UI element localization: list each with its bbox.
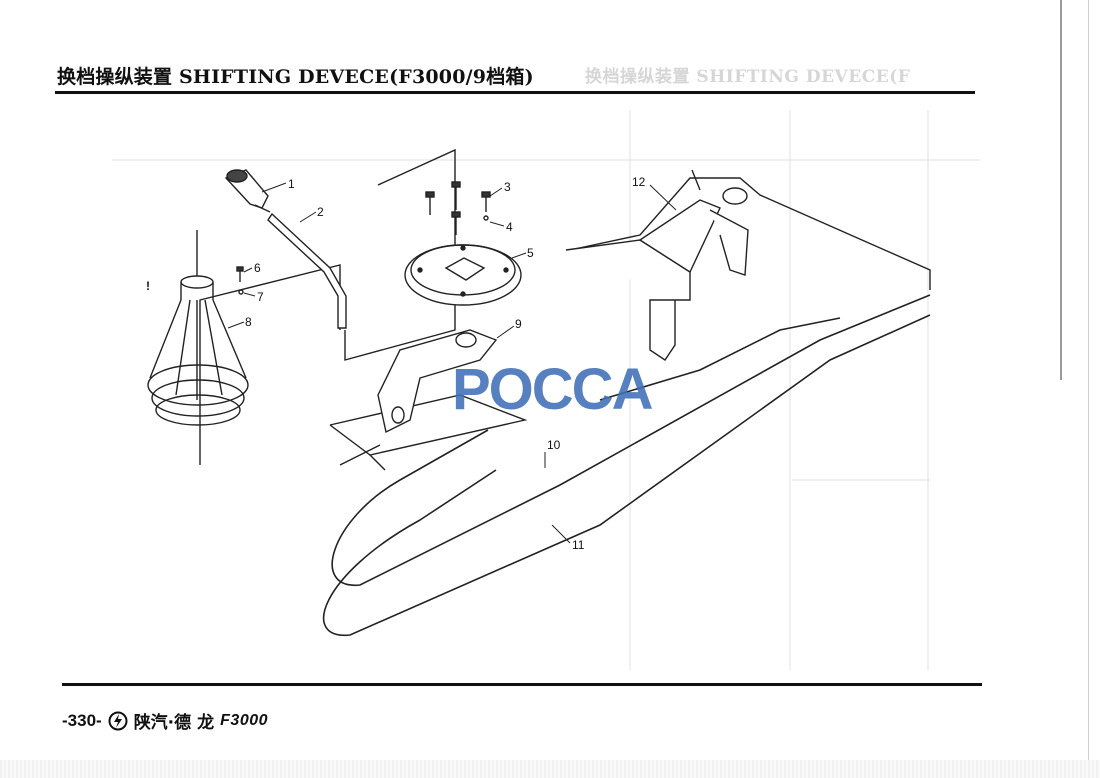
shift-lever — [267, 212, 347, 329]
header-rule — [55, 91, 975, 94]
callout-3: 3 — [504, 180, 511, 194]
callout-9: 9 — [515, 317, 522, 331]
callout-11: 11 — [572, 538, 585, 552]
shift-cables — [323, 294, 931, 636]
scan-edge-strip — [0, 760, 1100, 778]
page-title: 换档操纵装置 SHIFTING DEVECE(F3000/9档箱) — [57, 66, 534, 88]
callout-4: 4 — [506, 220, 513, 234]
page-footer: -330- 陕汽·德 龙 F3000 — [62, 708, 269, 734]
callout-12: 12 — [632, 175, 646, 189]
gearbox-shift-bracket — [565, 169, 931, 361]
screw-washer — [236, 266, 244, 295]
watermark-logo: POCCA — [452, 357, 653, 422]
assembly-outline-top — [344, 148, 456, 361]
rubber-boot — [147, 230, 249, 426]
lever-bracket — [377, 329, 498, 434]
bleed-through-text: 换档操纵装置 SHIFTING DEVECE(F — [585, 67, 911, 87]
callout-leaders — [227, 182, 677, 544]
part-callouts: 1 2 3 4 5 6 7 8 9 10 11 12 ! — [146, 175, 646, 552]
brand-model: F3000 — [220, 711, 269, 729]
bleed-through-table — [112, 110, 980, 670]
callout-7: 7 — [257, 290, 264, 304]
brand-signature: 龙 — [197, 713, 215, 733]
brand-name: 陕汽·德 — [133, 713, 192, 733]
callout-warning: ! — [146, 279, 150, 293]
callout-5: 5 — [527, 246, 534, 260]
callout-6: 6 — [254, 261, 261, 275]
callout-8: 8 — [245, 315, 252, 329]
page-number: -330- — [62, 710, 102, 730]
callout-1: 1 — [288, 177, 295, 191]
callout-2: 2 — [317, 205, 324, 219]
assembly-outline-left — [199, 264, 341, 465]
shaanxi-auto-logo-icon — [108, 711, 128, 730]
footer-rule — [62, 683, 982, 686]
exploded-parts-diagram: 1 2 3 4 5 6 7 8 9 10 11 12 ! — [112, 110, 980, 670]
bolts — [425, 181, 491, 235]
assembly-outline-bracket — [329, 394, 528, 456]
page-edge-shadow — [1088, 0, 1089, 778]
shift-knob — [224, 169, 271, 213]
mounting-plate — [404, 244, 522, 306]
callout-10: 10 — [547, 438, 561, 452]
page-edge — [1060, 0, 1062, 380]
